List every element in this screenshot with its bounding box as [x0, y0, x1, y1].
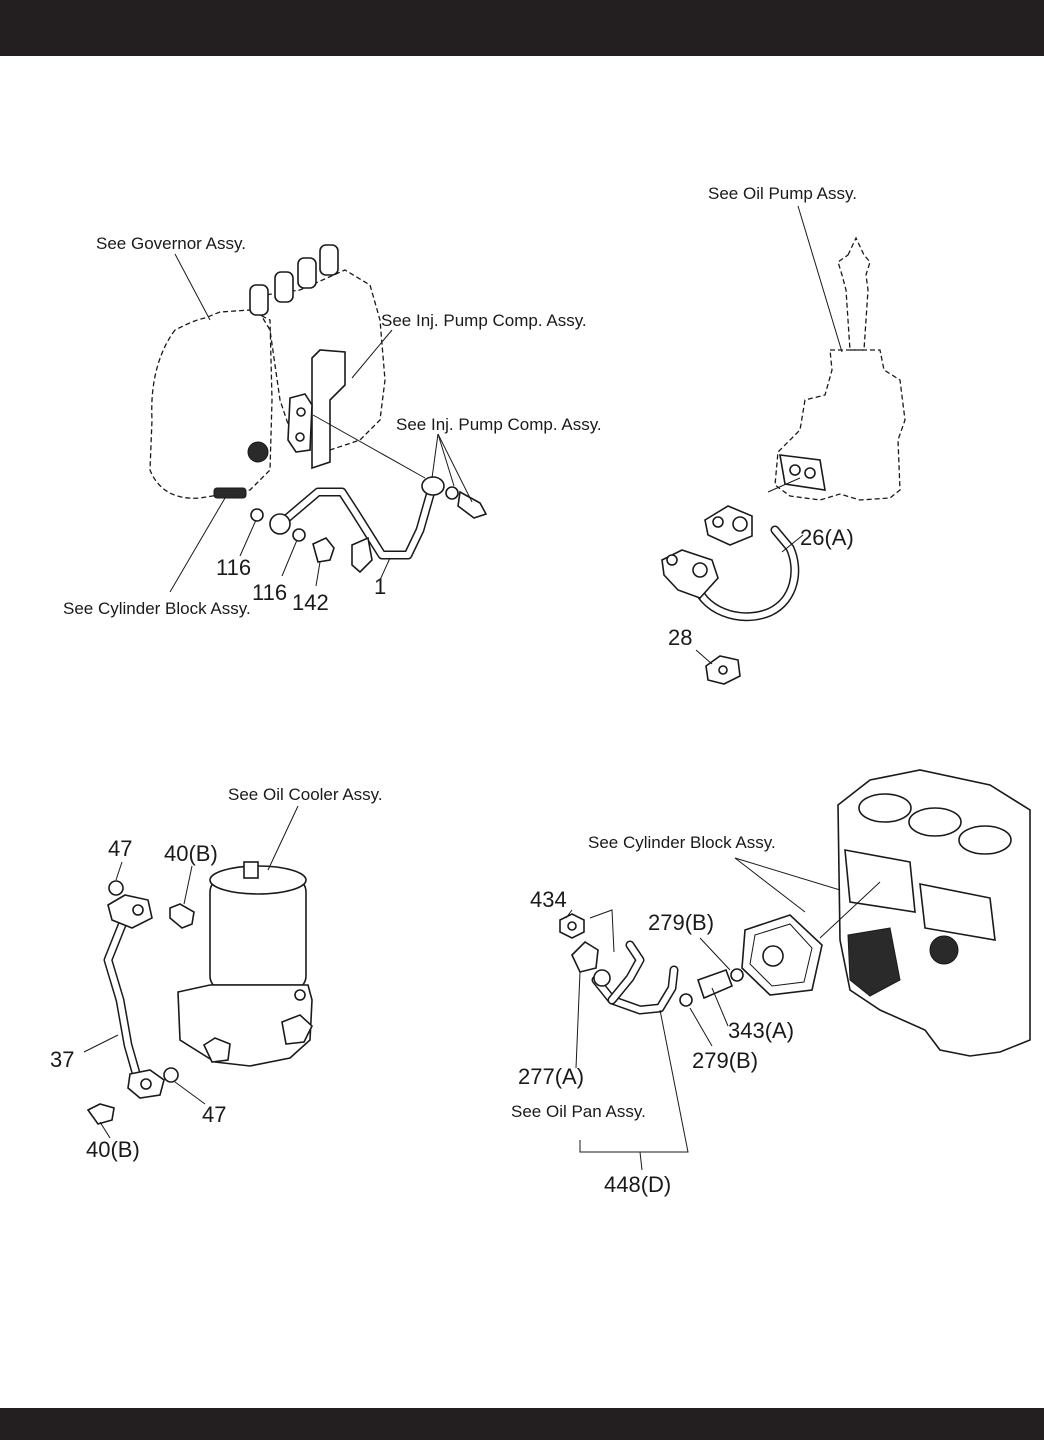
- hose-343a: [696, 968, 734, 1000]
- leader-lines-top-right: [695, 205, 843, 665]
- ref-governor-assy: See Governor Assy.: [96, 234, 246, 253]
- o-ring-279b-bottom: [679, 993, 693, 1007]
- block-connector-fitting: [213, 487, 247, 499]
- washer-116-b: [292, 528, 306, 542]
- governor-housing-outline: [149, 309, 273, 499]
- ref-cylinder-block-assy-top: See Cylinder Block Assy.: [63, 599, 251, 618]
- mounting-bracket: [287, 393, 313, 453]
- oil-pump-shaft-outline: [837, 236, 871, 351]
- callout-343a: 343(A): [728, 1018, 794, 1043]
- ref-oil-pan-assy: See Oil Pan Assy.: [511, 1102, 646, 1121]
- pump-barrels: [249, 244, 339, 316]
- ref-oil-pump-assy: See Oil Pump Assy.: [708, 184, 857, 203]
- pipe-eye-end-left: [269, 513, 291, 535]
- pipe-eye-upper: [107, 894, 153, 929]
- washer-116-a: [250, 508, 264, 522]
- ref-cylinder-block-assy-bottom: See Cylinder Block Assy.: [588, 833, 776, 852]
- callout-116-b: 116: [252, 580, 287, 605]
- washer-47-bottom: [163, 1067, 179, 1083]
- pump-component-block: [311, 349, 346, 470]
- clamp-277a: [571, 940, 599, 973]
- oil-pan-pipe-figure: See Cylinder Block Assy. See Oil Pan Ass…: [511, 769, 1031, 1197]
- callout-47-top: 47: [108, 836, 132, 861]
- leader-lines-bottom-left: [83, 805, 299, 1139]
- cooler-right-fitting: [281, 1014, 313, 1045]
- header-bar: [0, 0, 1044, 56]
- pipe-flange-upper: [704, 505, 753, 546]
- callout-40b-bottom: 40(B): [86, 1137, 140, 1162]
- oil-pump-pipe-figure: See Oil Pump Assy. 26(A) 28: [661, 184, 906, 685]
- leader-lines-bottom-right: [565, 857, 881, 1171]
- ref-oil-cooler-assy: See Oil Cooler Assy.: [228, 785, 383, 804]
- pipe-clip: [351, 536, 373, 574]
- oil-pump-body-outline: [774, 349, 906, 501]
- housing-plug-icon: [247, 441, 269, 463]
- callout-277a: 277(A): [518, 1064, 584, 1089]
- oil-cooler-pipe-figure: See Oil Cooler Assy. 47 40(B) 37 40(B) 4…: [50, 785, 383, 1162]
- ref-inj-pump-comp-assy-2: See Inj. Pump Comp. Assy.: [396, 415, 602, 434]
- callout-26a: 26(A): [800, 525, 854, 550]
- footer-bar: [0, 1408, 1044, 1440]
- leader-lines-top-left: [169, 253, 473, 593]
- callout-448d: 448(D): [604, 1172, 671, 1197]
- oil-pump-flange: [779, 454, 826, 491]
- ref-inj-pump-comp-assy-1: See Inj. Pump Comp. Assy.: [381, 311, 587, 330]
- callout-279b-bottom: 279(B): [692, 1048, 758, 1073]
- oil-cooler-stud: [243, 861, 259, 879]
- callout-279b-top: 279(B): [648, 910, 714, 935]
- o-ring-279b-top: [730, 968, 744, 982]
- washer-47-top: [108, 880, 124, 896]
- callout-434: 434: [530, 887, 567, 912]
- bolt-40b-top: [169, 903, 195, 929]
- callout-28: 28: [668, 625, 692, 650]
- callout-1: 1: [374, 574, 386, 599]
- block-side-cover: [844, 849, 916, 913]
- callout-40b-top: 40(B): [164, 841, 218, 866]
- callout-116-a: 116: [216, 555, 251, 580]
- eye-bolt-right: [457, 490, 488, 519]
- callout-142: 142: [292, 590, 329, 615]
- callout-47-bottom: 47: [202, 1102, 226, 1127]
- bolt-40b-bottom: [86, 1103, 115, 1125]
- injection-pump-oil-line-figure: See Governor Assy. See Inj. Pump Comp. A…: [63, 234, 602, 618]
- callout-37: 37: [50, 1047, 74, 1072]
- block-oil-passage: [847, 927, 901, 997]
- pipe-eye-end-right: [421, 476, 445, 496]
- cap-nut-142: [312, 537, 335, 563]
- cooler-port-fitting: [202, 1037, 231, 1063]
- washer-right: [445, 486, 459, 500]
